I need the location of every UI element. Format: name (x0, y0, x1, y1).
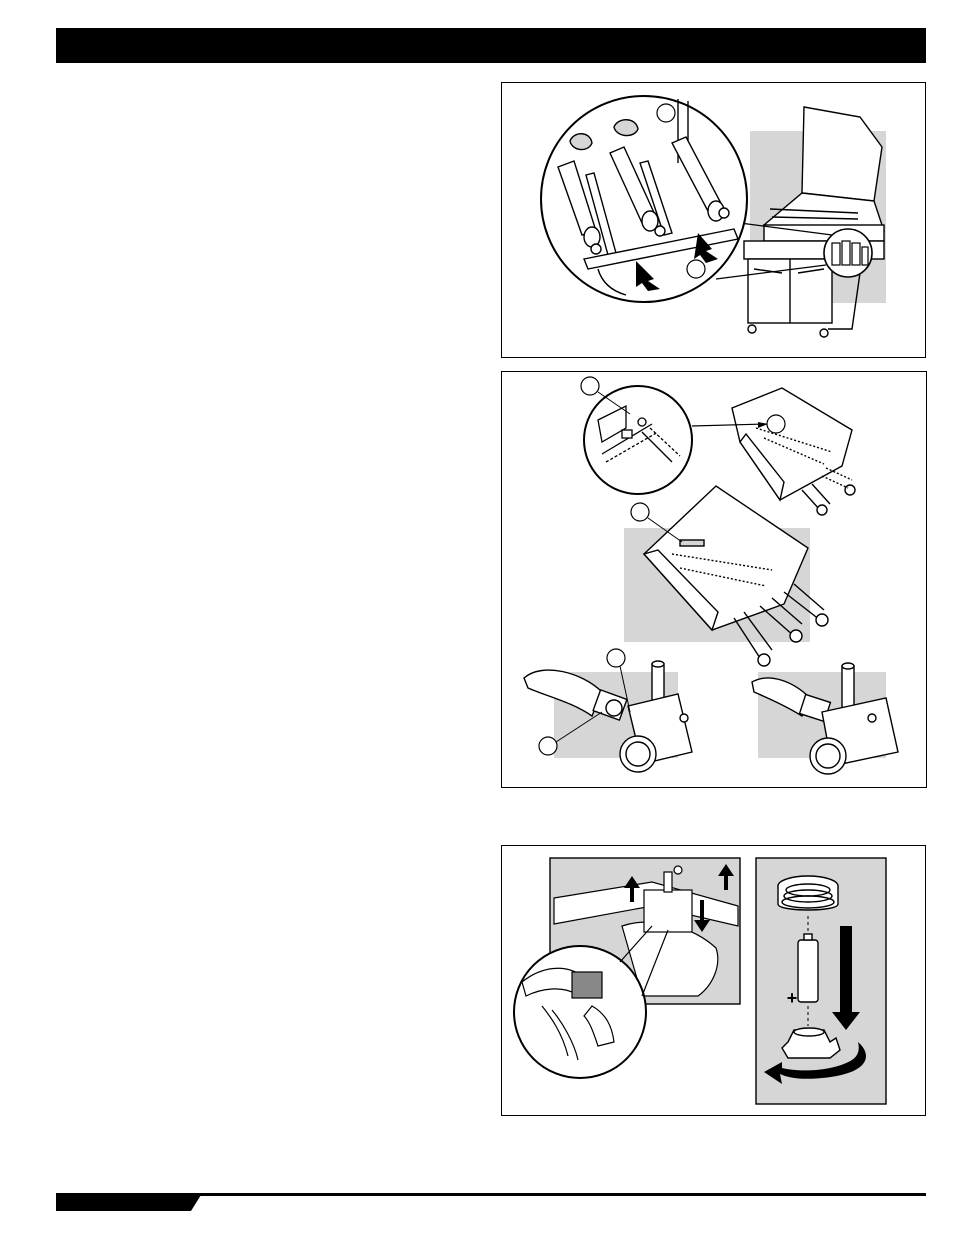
burner-removal-illustration (502, 83, 927, 359)
figure-burner-removal (501, 82, 926, 358)
zoom-detail-circle (584, 386, 692, 494)
callout-marker (607, 649, 625, 667)
burner-box-illustration (502, 372, 928, 789)
figure-burner-box-crossover (501, 371, 927, 788)
page-header-bar (56, 28, 926, 63)
igniter-cap (778, 876, 838, 910)
callout-marker (687, 260, 705, 278)
callout-marker (657, 104, 675, 122)
footer-page-tab (56, 1195, 201, 1215)
battery (798, 934, 818, 1002)
callout-marker (581, 377, 599, 395)
callout-marker (539, 737, 557, 755)
callout-marker (631, 503, 649, 521)
zoom-detail-circle (514, 946, 646, 1078)
igniter-battery-illustration: + (502, 846, 927, 1117)
figure-igniter-battery: + (501, 845, 926, 1116)
burner-box-small (732, 388, 855, 515)
plus-sign: + (787, 988, 798, 1008)
